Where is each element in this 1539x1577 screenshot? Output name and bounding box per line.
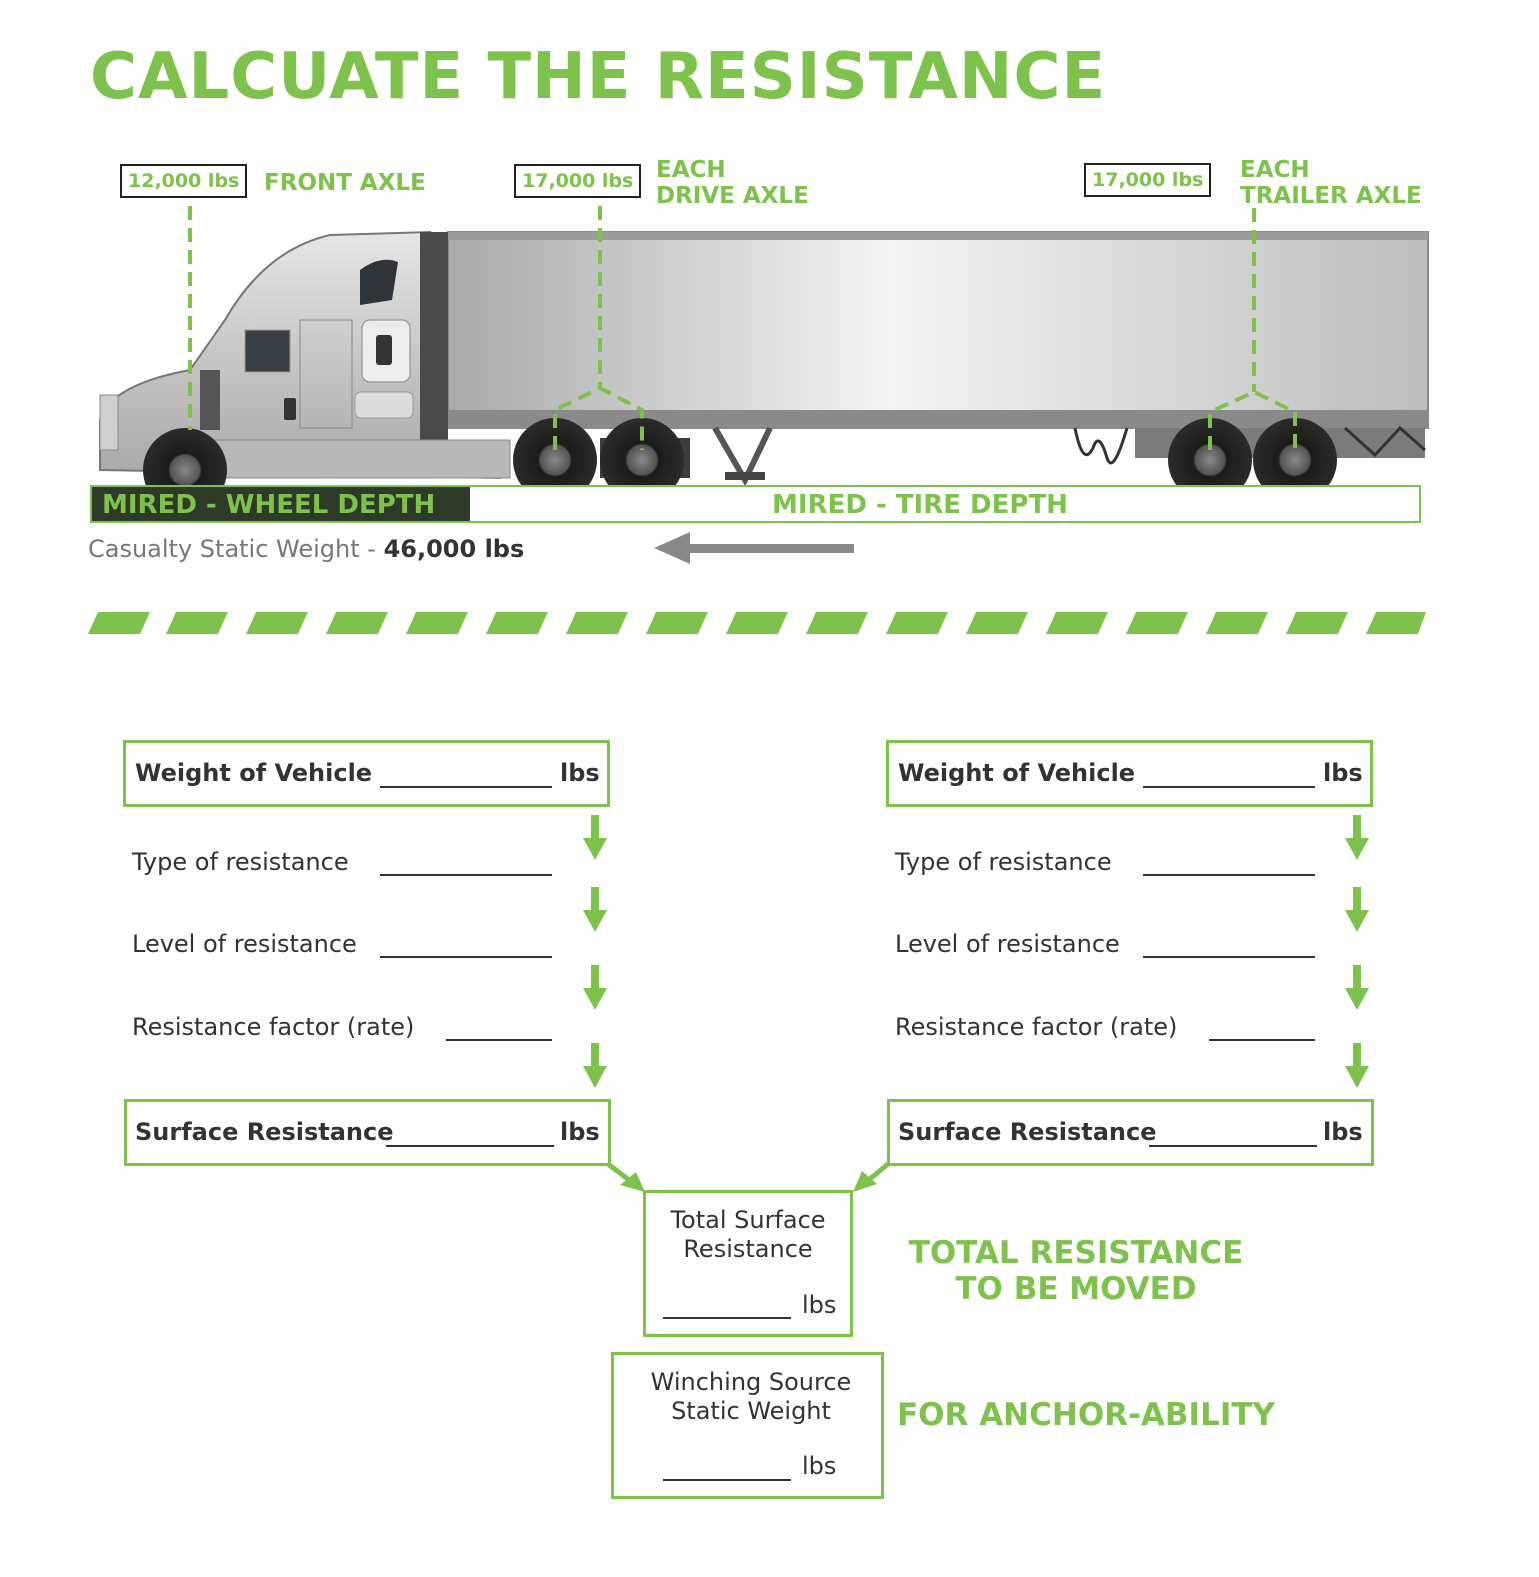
right-weight-label: Weight of Vehicle bbox=[898, 759, 1136, 787]
left-arrow-3-icon bbox=[583, 965, 607, 1010]
winching-input[interactable] bbox=[663, 1465, 791, 1481]
total-caption-line1: TOTAL RESISTANCE bbox=[908, 1235, 1244, 1271]
winching-line2: Static Weight bbox=[671, 1397, 831, 1425]
left-surface-unit: lbs bbox=[560, 1118, 600, 1146]
right-weight-box bbox=[886, 740, 1373, 807]
trailer-axle-label-line2: TRAILER AXLE bbox=[1240, 183, 1422, 209]
drive-axle-weight: 17,000 lbs bbox=[514, 164, 642, 198]
direction-arrow-icon bbox=[654, 532, 854, 564]
casualty-static-weight: Casualty Static Weight - 46,000 lbs bbox=[88, 535, 524, 563]
right-arrow-2-icon bbox=[1345, 887, 1369, 932]
right-weight-input[interactable] bbox=[1143, 772, 1315, 788]
total-surface-unit: lbs bbox=[802, 1291, 837, 1319]
drive-axle-label: EACH DRIVE AXLE bbox=[656, 157, 809, 209]
tire-depth-label: MIRED - TIRE DEPTH bbox=[772, 490, 1068, 520]
casualty-value: 46,000 lbs bbox=[383, 535, 525, 563]
right-level-label: Level of resistance bbox=[895, 930, 1120, 958]
drive-axle-label-line2: DRIVE AXLE bbox=[656, 183, 809, 209]
right-factor-label: Resistance factor (rate) bbox=[895, 1013, 1178, 1041]
right-surface-input[interactable] bbox=[1149, 1131, 1317, 1147]
right-level-input[interactable] bbox=[1143, 942, 1315, 958]
right-surface-box bbox=[887, 1099, 1374, 1166]
left-type-input[interactable] bbox=[380, 860, 552, 876]
right-surface-unit: lbs bbox=[1323, 1118, 1363, 1146]
right-factor-input[interactable] bbox=[1209, 1025, 1315, 1041]
axle-leader-lines bbox=[188, 206, 1297, 450]
total-resistance-caption: TOTAL RESISTANCE TO BE MOVED bbox=[895, 1235, 1257, 1307]
ground-bar: MIRED - WHEEL DEPTH MIRED - TIRE DEPTH bbox=[90, 485, 1421, 523]
trailer-axle-label: EACH TRAILER AXLE bbox=[1240, 157, 1422, 209]
left-arrow-1-icon bbox=[583, 815, 607, 860]
left-factor-label: Resistance factor (rate) bbox=[132, 1013, 415, 1041]
front-axle-label: FRONT AXLE bbox=[264, 170, 426, 196]
section-divider bbox=[88, 612, 1426, 634]
total-caption-line2: TO BE MOVED bbox=[955, 1271, 1197, 1307]
left-weight-input[interactable] bbox=[380, 772, 552, 788]
total-surface-line2: Resistance bbox=[683, 1235, 813, 1263]
wheels bbox=[143, 418, 1337, 512]
anchor-caption: FOR ANCHOR-ABILITY bbox=[897, 1397, 1275, 1433]
winching-source-box bbox=[611, 1352, 884, 1499]
trailer-axle-weight: 17,000 lbs bbox=[1084, 163, 1212, 197]
left-level-label: Level of resistance bbox=[132, 930, 357, 958]
left-surface-box bbox=[124, 1099, 611, 1166]
right-type-input[interactable] bbox=[1143, 860, 1315, 876]
casualty-label: Casualty Static Weight - bbox=[88, 535, 384, 563]
right-weight-unit: lbs bbox=[1323, 759, 1363, 787]
wheel-depth-zone: MIRED - WHEEL DEPTH bbox=[92, 487, 470, 521]
right-arrow-3-icon bbox=[1345, 965, 1369, 1010]
left-weight-unit: lbs bbox=[560, 759, 600, 787]
total-surface-line1: Total Surface bbox=[670, 1206, 826, 1234]
total-surface-box bbox=[643, 1190, 853, 1337]
truck-illustration bbox=[99, 206, 1429, 512]
left-type-label: Type of resistance bbox=[132, 848, 349, 876]
left-arrow-2-icon bbox=[583, 887, 607, 932]
front-axle-weight: 12,000 lbs bbox=[120, 164, 248, 198]
left-level-input[interactable] bbox=[380, 942, 552, 958]
trailer-axle-label-line1: EACH bbox=[1240, 157, 1310, 183]
winching-source-title: Winching Source Static Weight bbox=[611, 1368, 891, 1426]
right-surface-label: Surface Resistance bbox=[898, 1118, 1157, 1146]
left-factor-input[interactable] bbox=[446, 1025, 552, 1041]
right-arrow-1-icon bbox=[1345, 815, 1369, 860]
left-surface-label: Surface Resistance bbox=[135, 1118, 394, 1146]
right-type-label: Type of resistance bbox=[895, 848, 1112, 876]
total-surface-input[interactable] bbox=[663, 1303, 791, 1319]
wheel-depth-label: MIRED - WHEEL DEPTH bbox=[102, 490, 436, 520]
total-surface-title: Total Surface Resistance bbox=[643, 1206, 853, 1264]
left-surface-input[interactable] bbox=[386, 1131, 554, 1147]
winching-unit: lbs bbox=[802, 1452, 837, 1480]
page-title: CALCUATE THE RESISTANCE bbox=[90, 40, 1107, 114]
left-weight-label: Weight of Vehicle bbox=[135, 759, 373, 787]
left-arrow-4-icon bbox=[583, 1043, 607, 1088]
drive-axle-label-line1: EACH bbox=[656, 157, 726, 183]
winching-line1: Winching Source bbox=[650, 1368, 852, 1396]
merge-arrows-icon bbox=[606, 1162, 890, 1192]
right-arrow-4-icon bbox=[1345, 1043, 1369, 1088]
left-weight-box bbox=[123, 740, 610, 807]
